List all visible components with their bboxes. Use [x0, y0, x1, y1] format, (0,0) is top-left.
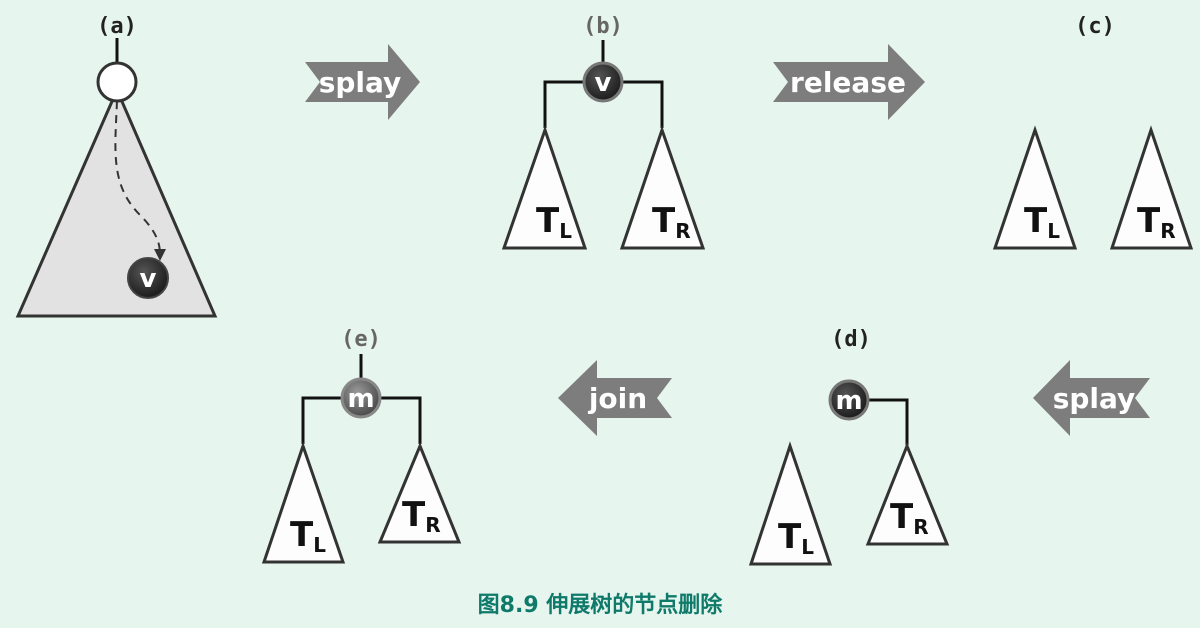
panel-e: (e) m TL TR — [261, 327, 462, 564]
panel-a-node-v — [127, 257, 169, 299]
panel-b-left-label: TL — [536, 201, 572, 243]
panel-a-label: (a) — [97, 14, 137, 39]
panel-c-right-label: TR — [1137, 201, 1176, 243]
panel-d: (d) m TL TR — [748, 327, 950, 566]
panel-d-left-label: TL — [778, 517, 814, 559]
panel-e-root-label: m — [347, 384, 374, 414]
panel-b-root-label: v — [595, 68, 612, 98]
arrow-splay-bottom-shape — [1033, 360, 1150, 436]
arrow-release: release — [773, 44, 925, 120]
arrow-release-shape — [773, 44, 925, 120]
panel-e-right-label: TR — [402, 495, 441, 537]
panel-e-left-edge — [301, 396, 341, 444]
panel-a-node-v-label: v — [140, 264, 157, 294]
arrow-splay-bottom: splay — [1033, 360, 1150, 436]
panel-d-root-label: m — [835, 386, 862, 416]
arrow-splay-bottom-label: splay — [1053, 382, 1136, 415]
panel-b-right-edge — [623, 80, 664, 128]
arrow-join-shape — [558, 360, 672, 436]
panel-d-label: (d) — [831, 327, 871, 352]
panel-b: (b) v TL TR — [501, 14, 706, 250]
panel-c: (c) TL TR — [992, 14, 1194, 250]
panel-a: (a) v — [15, 14, 218, 318]
panel-b-left-subtree — [501, 125, 588, 250]
panel-c-label: (c) — [1075, 14, 1115, 39]
arrow-join-label: join — [588, 382, 647, 415]
panel-d-right-subtree — [865, 441, 950, 546]
arrow-splay-top-label: splay — [319, 66, 402, 99]
panel-e-root-node — [340, 377, 382, 419]
panel-e-left-subtree — [261, 441, 346, 564]
panel-e-label: (e) — [341, 327, 381, 352]
panel-c-left-subtree — [992, 125, 1078, 250]
panel-c-left-label: TL — [1024, 201, 1060, 243]
panel-b-label: (b) — [583, 14, 623, 39]
arrow-splay-top-shape — [305, 44, 420, 120]
panel-a-search-path — [114, 100, 166, 261]
arrow-release-label: release — [790, 66, 906, 99]
arrow-splay-top: splay — [305, 44, 420, 120]
panel-d-right-label: TR — [890, 497, 929, 539]
panel-b-right-subtree — [619, 125, 706, 250]
panel-a-tree-triangle — [15, 86, 218, 318]
panel-b-right-label: TR — [652, 201, 691, 243]
panel-e-right-subtree — [377, 442, 462, 544]
panel-c-right-subtree — [1109, 125, 1194, 250]
panel-d-left-subtree — [748, 441, 833, 566]
arrow-join: join — [558, 360, 672, 436]
panel-b-left-edge — [543, 80, 583, 128]
panel-d-root-node — [828, 379, 870, 421]
panel-e-right-edge — [381, 396, 422, 444]
panel-d-right-edge — [869, 398, 909, 445]
figure-caption: 图8.9 伸展树的节点删除 — [478, 592, 724, 618]
panel-b-root-node — [582, 61, 624, 103]
panel-e-left-label: TL — [290, 515, 326, 557]
panel-a-root-node — [96, 61, 138, 103]
